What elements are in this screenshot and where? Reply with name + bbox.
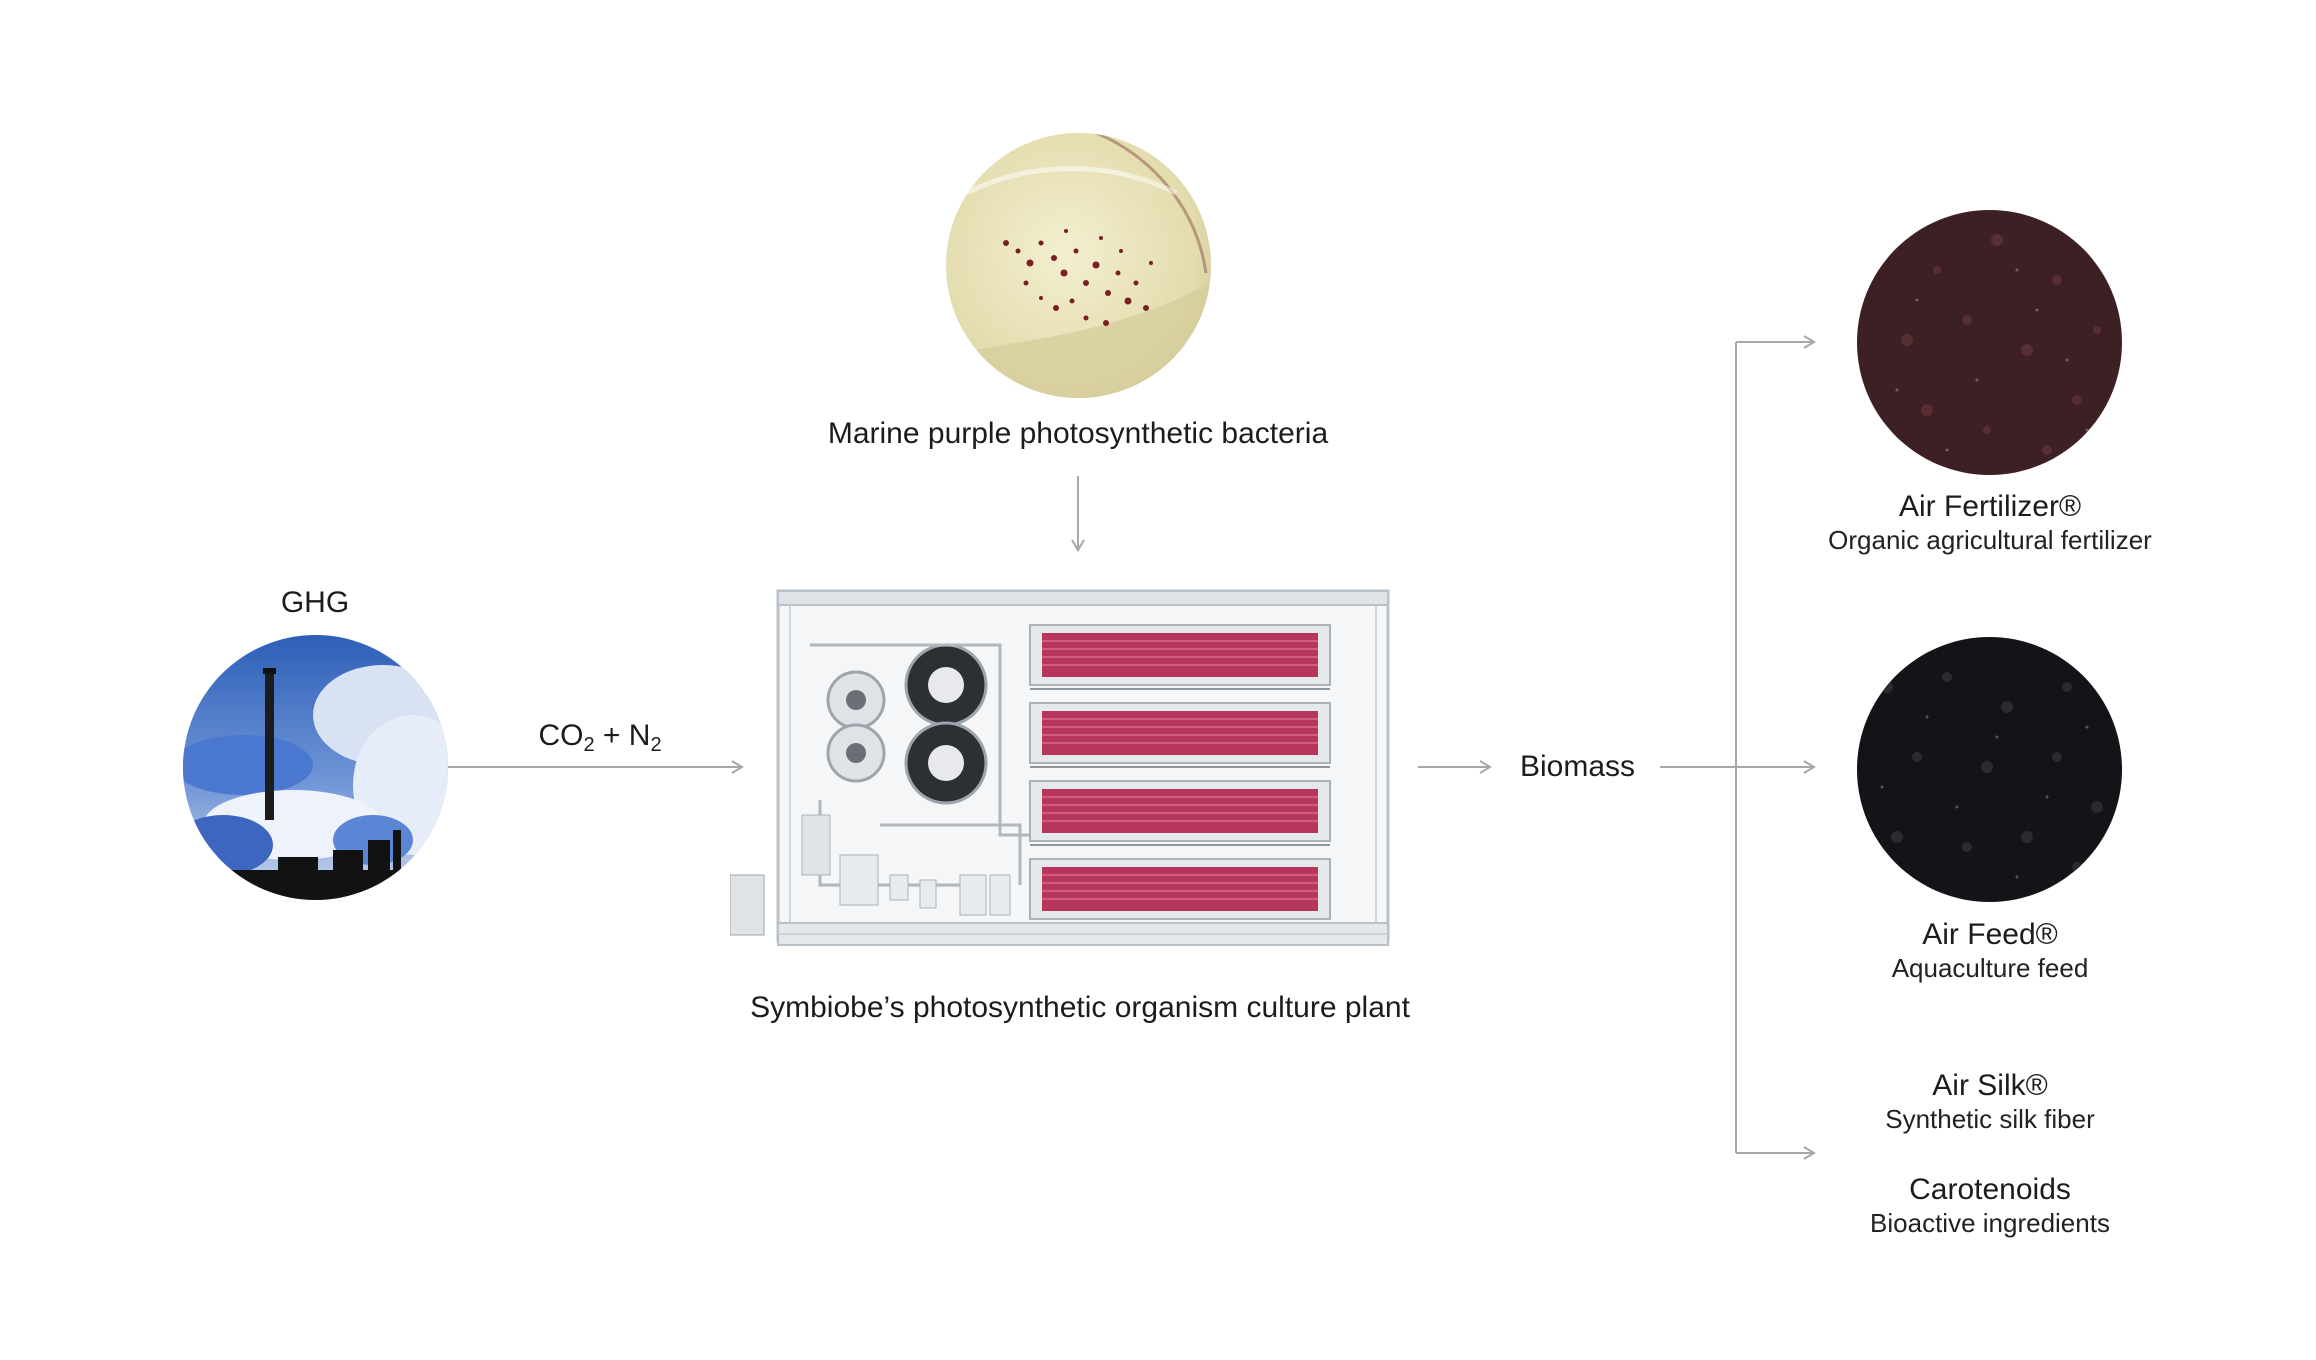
product-desc-carotenoids: Bioactive ingredients [1870,1208,2110,1238]
fertilizer-granules-photo-icon [1857,210,2122,475]
product-desc-fertilizer: Organic agricultural fertilizer [1828,525,2152,555]
product-name-carotenoids: Carotenoids [1909,1173,2071,1206]
smokestack-photo-icon [183,635,448,900]
plant-label: Symbiobe’s photosynthetic organism cultu… [750,991,1410,1024]
product-name-silk: Air Silk® [1932,1069,2048,1102]
photobioreactor-modules [1029,624,1331,920]
bacteria-label: Marine purple photosynthetic bacteria [827,417,1329,450]
product-desc-feed: Aquaculture feed [1891,953,2089,983]
feed-granules-photo-icon [1857,637,2122,902]
product-name-feed: Air Feed® [1922,918,2058,951]
plus-text: + [594,719,629,752]
n-text: N [628,719,651,752]
culture-plant-illustration-icon [730,585,1395,960]
petri-dish-photo-icon [946,133,1211,398]
product-desc-silk: Synthetic silk fiber [1885,1104,2095,1134]
n2-subscript: 2 [650,734,662,756]
co-text: CO [538,719,584,752]
co2-subscript: 2 [583,734,595,756]
ghg-label: GHG [280,586,350,619]
gas-label: CO2 + N2 [500,718,700,757]
product-name-fertilizer: Air Fertilizer® [1898,490,2082,523]
biomass-label: Biomass [1519,750,1636,783]
